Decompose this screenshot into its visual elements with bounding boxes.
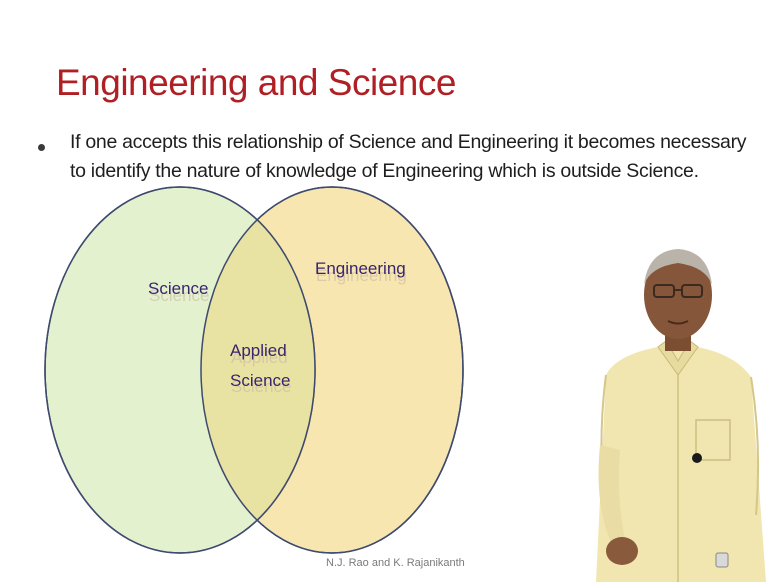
bullet-text: If one accepts this relationship of Scie…	[70, 131, 747, 182]
presenter-photo	[596, 249, 766, 582]
bullet-icon	[38, 144, 45, 151]
applied-label: Applied	[230, 341, 287, 360]
slide-title: Engineering and Science	[56, 62, 456, 103]
svg-text:Applied: Applied	[231, 348, 288, 367]
applied-science-label: Science	[230, 371, 290, 390]
engineering-label: Engineering	[315, 259, 406, 278]
svg-text:Science: Science	[149, 286, 209, 305]
slide-footer: N.J. Rao and K. Rajanikanth	[326, 557, 465, 569]
applied-science-overlap	[201, 187, 315, 553]
svg-text:Engineering: Engineering	[316, 266, 407, 285]
science-label: Science	[148, 279, 208, 298]
svg-text:Science: Science	[231, 377, 291, 396]
